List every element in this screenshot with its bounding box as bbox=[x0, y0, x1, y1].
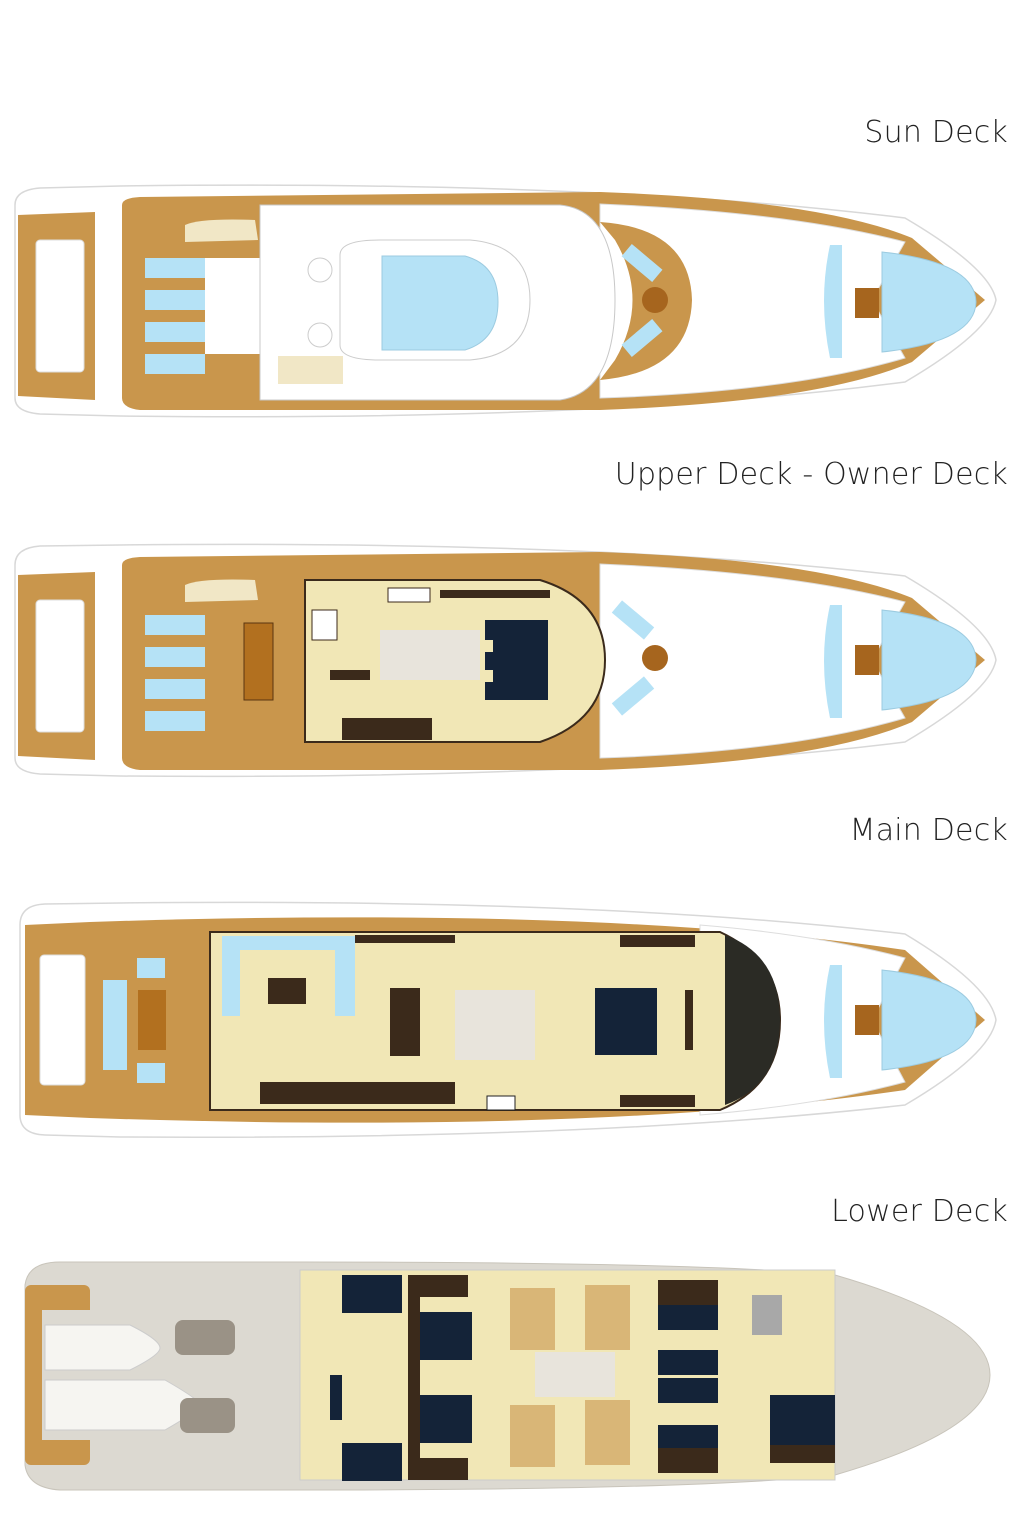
upper-deck-aft-platform-inner bbox=[35, 599, 85, 733]
sun-deck-seat bbox=[307, 257, 333, 283]
lower-deck-crew-wall bbox=[408, 1275, 420, 1480]
main-deck-cabinet bbox=[620, 1095, 695, 1107]
main-deck-aft-pad bbox=[103, 980, 127, 1070]
sun-deck-lounger bbox=[145, 290, 205, 310]
main-deck-bow-table bbox=[855, 1005, 879, 1035]
main-deck-sideboard bbox=[260, 1082, 455, 1104]
deck-label-main-deck: Main Deck bbox=[849, 813, 1008, 848]
lower-deck-crew-bunk bbox=[658, 1305, 718, 1330]
upper-deck-wardrobe bbox=[440, 590, 550, 598]
main-deck-plan bbox=[19, 901, 997, 1138]
upper-deck-lounger bbox=[145, 679, 205, 699]
lower-deck-tender bbox=[44, 1324, 161, 1371]
upper-deck-bar-counter bbox=[185, 579, 258, 602]
upper-deck-table bbox=[642, 645, 668, 671]
lower-deck-cabin-bed bbox=[342, 1443, 402, 1481]
sun-deck-bar-counter bbox=[185, 219, 258, 242]
main-deck-master-bed bbox=[595, 988, 657, 1055]
sun-deck-lounger bbox=[145, 258, 205, 278]
lower-deck-bathroom bbox=[585, 1400, 630, 1465]
deck-label-sun-deck: Sun Deck bbox=[864, 115, 1008, 150]
lower-deck-cabin-bed bbox=[415, 1395, 472, 1443]
lower-deck-crew-bunk bbox=[658, 1378, 718, 1403]
lower-deck-jetski bbox=[180, 1398, 235, 1433]
main-deck-aft-seat bbox=[137, 958, 165, 978]
lower-deck-captain-bed bbox=[770, 1395, 835, 1445]
sun-deck-white-pad bbox=[205, 258, 260, 354]
upper-deck-bow-pad-side bbox=[824, 605, 842, 718]
main-deck-bow-pad-side bbox=[824, 965, 842, 1078]
upper-deck-plan bbox=[14, 543, 997, 778]
lower-deck-cabin-bed bbox=[415, 1312, 472, 1360]
upper-deck-dining-table bbox=[243, 622, 274, 701]
main-deck-stairs bbox=[455, 990, 535, 1060]
main-deck-dining-table bbox=[390, 988, 420, 1056]
upper-deck-stairs bbox=[380, 630, 480, 680]
upper-deck-fore-lounger bbox=[611, 676, 655, 716]
sun-deck-aft-platform-inner bbox=[35, 239, 85, 373]
upper-deck-bedside bbox=[483, 670, 493, 682]
upper-deck-lounger bbox=[145, 711, 205, 731]
main-deck-cabinet bbox=[355, 935, 455, 943]
main-deck-bow-pad bbox=[881, 969, 977, 1071]
main-deck-aft-table bbox=[138, 990, 166, 1050]
upper-deck-bow-pad bbox=[881, 609, 977, 711]
deck-label-upper-deck: Upper Deck - Owner Deck bbox=[614, 457, 1008, 492]
upper-deck-sofa bbox=[342, 718, 432, 740]
upper-deck-fore-lounger bbox=[611, 600, 655, 640]
lower-deck-tender bbox=[44, 1379, 201, 1431]
lower-deck-wardrobe bbox=[408, 1275, 468, 1297]
lower-deck-jetski bbox=[175, 1320, 235, 1355]
lower-deck-cabin-bed bbox=[342, 1275, 402, 1313]
lower-deck-cabin-bed bbox=[330, 1375, 342, 1420]
main-deck-cabinet bbox=[620, 935, 695, 947]
main-deck-wardrobe bbox=[685, 990, 693, 1050]
sun-deck-bow-pad bbox=[881, 251, 977, 353]
lower-deck-bathroom bbox=[510, 1405, 555, 1467]
lower-deck-wardrobe bbox=[408, 1458, 468, 1480]
lower-deck-stairs bbox=[535, 1352, 615, 1397]
sun-deck-bow-pad-side bbox=[824, 245, 842, 358]
upper-deck-bedside bbox=[483, 640, 493, 652]
main-deck-wheelhouse bbox=[725, 935, 780, 1105]
lower-deck-bathroom bbox=[585, 1285, 630, 1350]
lower-deck-crew-bunk bbox=[658, 1350, 718, 1375]
main-deck-aft-seat bbox=[137, 1063, 165, 1083]
upper-deck-lounger bbox=[145, 647, 205, 667]
lower-deck-crew-bunk bbox=[658, 1448, 718, 1473]
sun-deck-lounger bbox=[145, 322, 205, 342]
sun-deck-pool bbox=[381, 255, 499, 351]
main-deck-galley bbox=[486, 1095, 516, 1111]
upper-deck-owner-bed bbox=[485, 620, 548, 700]
sun-deck-bow-table bbox=[855, 288, 879, 318]
lower-deck-crew-mess bbox=[752, 1295, 782, 1335]
sun-deck-stairs bbox=[278, 356, 343, 384]
lower-deck-crew-bunk bbox=[658, 1425, 718, 1450]
sun-deck-table bbox=[642, 287, 668, 313]
upper-deck-helm bbox=[311, 609, 338, 641]
sun-deck-plan bbox=[14, 184, 997, 418]
upper-deck-windows bbox=[387, 587, 431, 603]
lower-deck-captain-wardrobe bbox=[770, 1445, 835, 1463]
main-deck-coffee-table bbox=[268, 978, 306, 1004]
deck-label-lower-deck: Lower Deck bbox=[831, 1194, 1008, 1229]
main-deck-aft-platform-inner bbox=[39, 954, 86, 1086]
upper-deck-lounger bbox=[145, 615, 205, 635]
sun-deck-seat bbox=[307, 322, 333, 348]
lower-deck-bathroom bbox=[510, 1288, 555, 1350]
upper-deck-bow-table bbox=[855, 645, 879, 675]
sun-deck-lounger bbox=[145, 354, 205, 374]
lower-deck-plan bbox=[24, 1261, 991, 1491]
sun-deck-fore-lounger bbox=[621, 244, 663, 282]
upper-deck-cabinet bbox=[330, 670, 370, 680]
sun-deck-fore-lounger bbox=[621, 319, 663, 357]
